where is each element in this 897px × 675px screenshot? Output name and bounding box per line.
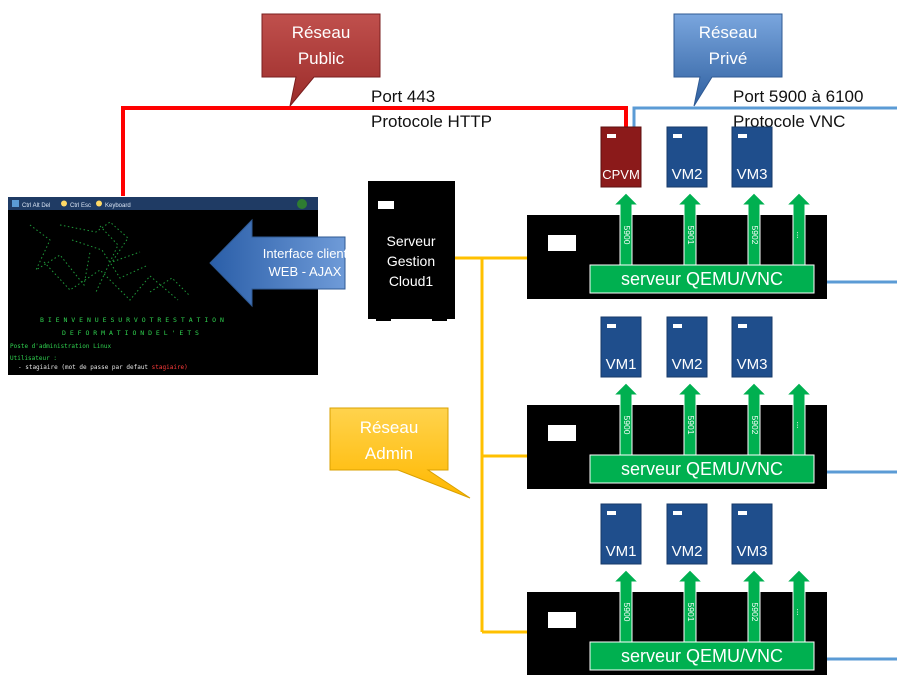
vm-vm2[interactable]: VM2	[666, 503, 708, 565]
private-port-label: Port 5900 à 6100	[733, 87, 863, 106]
vm-label: VM1	[606, 356, 637, 373]
qemu-vnc-label: serveur QEMU/VNC	[621, 646, 783, 666]
vm-label: VM2	[672, 356, 703, 373]
toolbar-ctrl-alt-del[interactable]: Ctrl Alt Del	[22, 203, 50, 209]
host-led	[548, 612, 576, 628]
management-server: Serveur Gestion Cloud1	[368, 181, 455, 321]
vm-label: VM1	[606, 543, 637, 560]
port-label: ...	[795, 421, 805, 428]
terminal-line5: - stagiaire (mot de passe par defaut sta…	[18, 364, 188, 371]
vm-label: CPVM	[602, 167, 640, 182]
private-protocol-label: Protocole VNC	[733, 112, 845, 131]
port-label: 5901	[686, 416, 696, 435]
vm-vm2[interactable]: VM2	[666, 126, 708, 188]
management-server-line1: Serveur	[386, 233, 435, 249]
vm-led	[673, 134, 682, 138]
keyboard-icon[interactable]	[96, 200, 102, 207]
qemu-vnc-bar	[589, 641, 815, 671]
client-interface-arrow: Interface client WEB - AJAX	[209, 218, 348, 308]
port-label: 5901	[686, 226, 696, 245]
callout-public: Réseau Public	[261, 13, 381, 107]
public-port-label: Port 443	[371, 87, 435, 106]
vm-led	[738, 134, 747, 138]
vm-cpvm[interactable]: CPVM	[600, 126, 642, 188]
host-led	[548, 235, 576, 251]
vm-label: VM3	[737, 543, 768, 560]
ctrl-esc-icon[interactable]	[61, 200, 67, 207]
host-2: VM1 VM2 VM3 5900 5901 5902... serveur QEMU/VNC	[527, 316, 897, 489]
private-network-line	[632, 106, 897, 130]
port-label: ...	[795, 608, 805, 615]
vm-led	[738, 324, 747, 328]
toolbar-keyboard[interactable]: Keyboard	[105, 203, 131, 209]
management-server-line3: Cloud1	[389, 273, 434, 289]
callout-private: Réseau Privé	[673, 13, 783, 107]
callout-admin-line2: Admin	[365, 444, 413, 463]
vm-vm3[interactable]: VM3	[731, 126, 773, 188]
vm-vm1[interactable]: VM1	[600, 316, 642, 378]
port-label: 5902	[750, 603, 760, 622]
host-1: CPVM VM2 VM3 5900 5901 5902... serveur QEMU/VN…	[527, 126, 897, 299]
public-protocol-label: Protocole HTTP	[371, 112, 492, 131]
qemu-vnc-bar	[589, 454, 815, 484]
callout-admin-line1: Réseau	[360, 418, 419, 437]
public-network-line	[121, 106, 628, 196]
terminal-screenshot: Ctrl Alt Del Ctrl Esc Keyboard B I E N V…	[8, 197, 318, 375]
qemu-vnc-bar	[589, 264, 815, 294]
vm-led	[673, 511, 682, 515]
port-label: 5900	[622, 603, 632, 622]
vm-vm1[interactable]: VM1	[600, 503, 642, 565]
terminal-line4: Utilisateur :	[10, 355, 57, 362]
vm-label: VM3	[737, 166, 768, 183]
port-label: 5900	[622, 416, 632, 435]
management-server-led	[378, 201, 394, 209]
terminal-line3: Poste d'administration Linux	[10, 343, 112, 350]
management-server-line2: Gestion	[387, 253, 435, 269]
vm-vm2[interactable]: VM2	[666, 316, 708, 378]
vm-led	[607, 511, 616, 515]
status-icon	[297, 199, 307, 209]
ctrl-alt-del-icon[interactable]	[12, 200, 19, 207]
callout-public-line1: Réseau	[292, 23, 351, 42]
port-label: 5902	[750, 416, 760, 435]
terminal-line1: B I E N V E N U E S U R V O T R E S T A …	[40, 316, 224, 324]
callout-private-line2: Privé	[709, 49, 748, 68]
arrow-label-line2: WEB - AJAX	[269, 264, 342, 279]
port-label: 5900	[622, 226, 632, 245]
qemu-vnc-label: serveur QEMU/VNC	[621, 459, 783, 479]
terminal-line2: D E F O R M A T I O N D E L ' E T S	[62, 329, 199, 337]
vm-label: VM2	[672, 166, 703, 183]
arrow-label-line1: Interface client	[263, 246, 348, 261]
host-3: VM1 VM2 VM3 5900 5901 5902... serveur QEMU/VNC	[527, 503, 897, 675]
port-label: ...	[795, 231, 805, 238]
vm-led	[738, 511, 747, 515]
host-led	[548, 425, 576, 441]
qemu-vnc-label: serveur QEMU/VNC	[621, 269, 783, 289]
vm-label: VM3	[737, 356, 768, 373]
vm-vm3[interactable]: VM3	[731, 316, 773, 378]
callout-private-line1: Réseau	[699, 23, 758, 42]
toolbar-ctrl-esc[interactable]: Ctrl Esc	[70, 203, 91, 209]
ascii-art-logo	[29, 221, 191, 301]
admin-network-lines	[452, 256, 527, 634]
vm-led	[607, 134, 616, 138]
callout-public-line2: Public	[298, 49, 345, 68]
port-label: 5901	[686, 603, 696, 622]
vm-label: VM2	[672, 543, 703, 560]
vm-vm3[interactable]: VM3	[731, 503, 773, 565]
vm-led	[673, 324, 682, 328]
port-label: 5902	[750, 226, 760, 245]
vm-led	[607, 324, 616, 328]
callout-admin: Réseau Admin	[329, 407, 471, 499]
